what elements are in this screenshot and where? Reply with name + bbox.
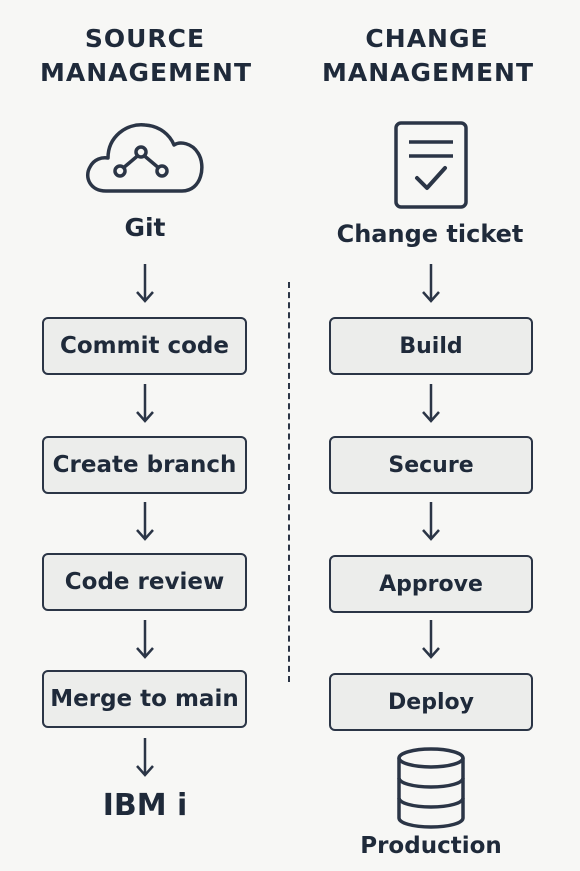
arrow-down-icon — [422, 384, 440, 423]
arrow-down-icon — [136, 264, 154, 303]
git-label: Git — [124, 213, 166, 242]
change-title-line2: MANAGEMENT — [322, 58, 535, 87]
arrow-down-icon — [422, 502, 440, 541]
arrow-down-icon — [422, 264, 440, 303]
arrow-down-icon — [136, 620, 154, 659]
arrow-down-icon — [136, 384, 154, 423]
column-divider — [288, 282, 290, 682]
step-commit-code: Commit code — [42, 317, 247, 375]
arrow-down-icon — [422, 620, 440, 659]
change-ticket-label: Change ticket — [336, 220, 524, 248]
production-label: Production — [360, 833, 502, 859]
change-title-line1: CHANGE — [365, 24, 489, 53]
ibm-i-label: IBM i — [102, 788, 188, 823]
database-icon — [397, 747, 465, 829]
cloud-git-icon — [85, 123, 204, 193]
source-title-line2: MANAGEMENT — [40, 58, 253, 87]
step-build: Build — [329, 317, 533, 375]
step-create-branch: Create branch — [42, 436, 247, 494]
change-management-title: CHANGE MANAGEMENT — [322, 22, 535, 90]
step-code-review: Code review — [42, 553, 247, 611]
ticket-checklist-icon — [394, 121, 468, 209]
source-title-line1: SOURCE — [84, 24, 206, 53]
step-secure: Secure — [329, 436, 533, 494]
step-deploy: Deploy — [329, 673, 533, 731]
arrow-down-icon — [136, 502, 154, 541]
arrow-down-icon — [136, 738, 154, 777]
source-management-title: SOURCE MANAGEMENT — [40, 22, 253, 90]
step-approve: Approve — [329, 555, 533, 613]
step-merge-to-main: Merge to main — [42, 670, 247, 728]
